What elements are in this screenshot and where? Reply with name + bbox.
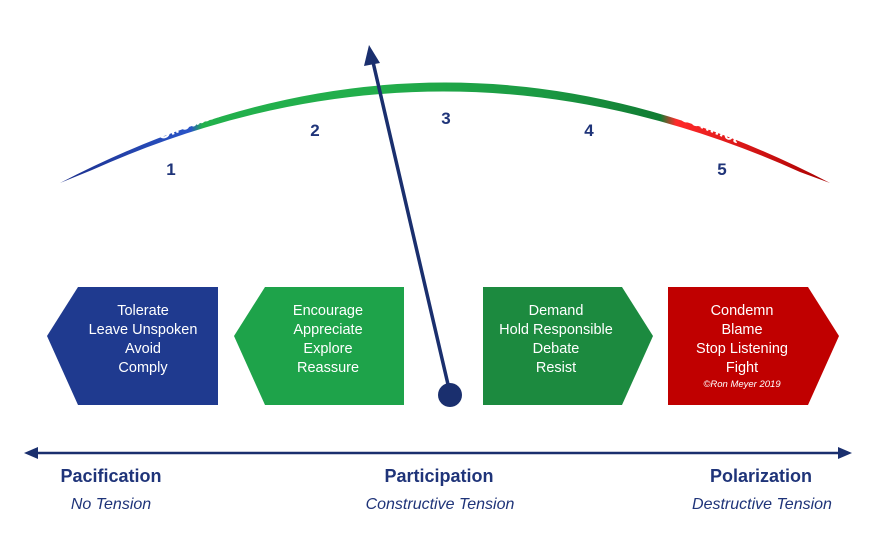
box-4-line-3: Stop Listening [696,341,788,357]
box-polarization-text: Condemn Blame Stop Listening Fight ©Ron … [696,303,788,390]
segment-number-4: 4 [584,121,594,140]
segment-label-challenge: Challenge [411,62,494,83]
box-2-line-4: Reassure [297,360,359,376]
box-1-line-2: Leave Unspoken [89,322,198,338]
box-participation-left-text: Encourage Appreciate Explore Reassure [293,303,363,376]
box-2-line-3: Explore [303,341,352,357]
axis-center-title: Participation [384,466,493,486]
axis-left-arrowhead [24,447,38,459]
axis-right-title: Polarization [710,466,812,486]
copyright-text: ©Ron Meyer 2019 [703,379,781,390]
box-pacification-arrow [47,287,218,405]
box-1-line-4: Comply [118,360,168,376]
gauge-arc [60,82,830,183]
box-participation-left-arrow [234,287,404,405]
box-3-line-4: Resist [536,360,576,376]
box-polarization-arrow [668,287,839,405]
box-pacification-text: Tolerate Leave Unspoken Avoid Comply [89,303,198,376]
box-4-line-2: Blame [721,322,762,338]
axis-center-subtitle: Constructive Tension [366,496,515,513]
gauge-labels: Circumvent Converse Challenge Confront C… [154,62,743,147]
box-2-line-2: Appreciate [293,322,362,338]
segment-number-2: 2 [310,121,319,140]
box-3-line-2: Hold Responsible [499,322,613,338]
segment-number-1: 1 [166,160,175,179]
box-1-line-3: Avoid [125,341,161,357]
box-1-line-1: Tolerate [117,303,169,319]
box-4-line-1: Condemn [711,303,774,319]
box-participation-right-text: Demand Hold Responsible Debate Resist [499,303,613,376]
segment-number-3: 3 [441,109,450,128]
needle-arrowhead [364,45,380,66]
box-3-line-3: Debate [533,341,580,357]
axis-right-arrowhead [838,447,852,459]
box-2-line-1: Encourage [293,303,363,319]
gauge-needle [364,45,462,407]
needle-pivot [438,383,462,407]
segment-label-conflict: Conflict [677,105,743,147]
axis-right-subtitle: Destructive Tension [692,496,832,513]
tension-axis [24,447,852,459]
segment-number-5: 5 [717,160,726,179]
axis-left-title: Pacification [60,466,161,486]
box-participation-right-arrow [483,287,653,405]
box-3-line-1: Demand [529,303,584,319]
axis-left-subtitle: No Tension [71,496,151,513]
box-4-line-4: Fight [726,360,758,376]
